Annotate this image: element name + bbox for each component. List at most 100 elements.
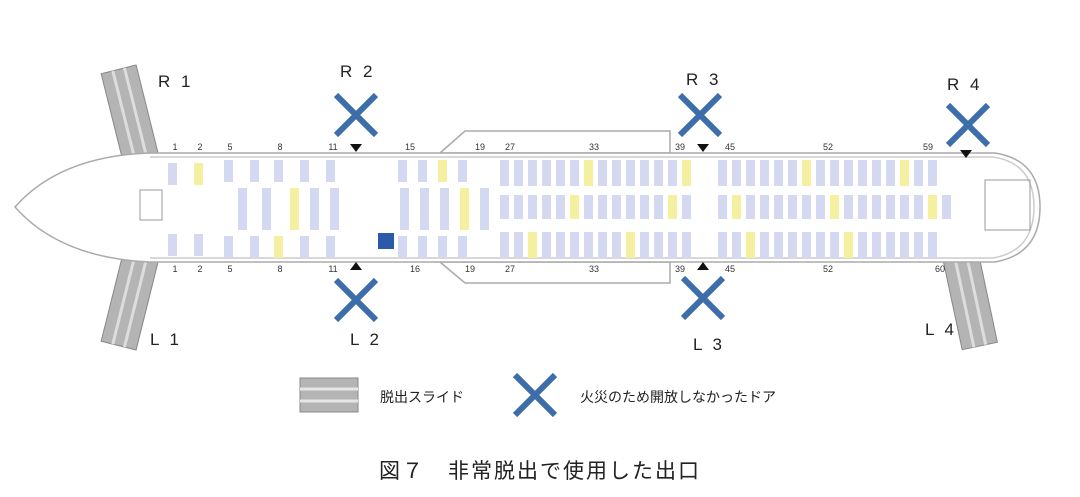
seat [760, 160, 769, 186]
seat [654, 160, 663, 186]
row-number-top: 59 [922, 142, 934, 152]
seat [802, 232, 811, 258]
seat [830, 160, 839, 186]
figure-caption: 図７ 非常脱出で使用した出口 [379, 459, 701, 483]
row-number-bottom: 2 [197, 264, 203, 274]
seat [400, 188, 409, 230]
door-label-r4: R 4 [947, 75, 983, 94]
seat [326, 160, 335, 182]
seat [900, 232, 909, 258]
seat [816, 160, 825, 186]
seat [238, 188, 247, 230]
seat [570, 232, 579, 258]
seat [528, 232, 537, 258]
seat [844, 232, 853, 258]
cross-icon-r3 [677, 92, 723, 138]
seat [438, 236, 447, 258]
seat [274, 236, 283, 258]
seat [598, 160, 607, 186]
seat [914, 160, 923, 186]
seat [914, 232, 923, 258]
seat [598, 232, 607, 258]
seat [668, 232, 677, 258]
seat [816, 195, 825, 219]
door-label-l3: L 3 [693, 335, 726, 354]
seat [858, 232, 867, 258]
row-number-bottom: 5 [227, 264, 233, 274]
seat [928, 232, 937, 258]
seat [224, 236, 233, 258]
seat [774, 160, 783, 186]
seat [310, 188, 319, 230]
cross-icon-r4 [945, 102, 991, 148]
seat [168, 163, 177, 185]
seat [514, 195, 523, 219]
seat [682, 232, 691, 258]
seat [612, 232, 621, 258]
row-number-bottom: 19 [464, 264, 476, 274]
cross-icon-l3 [680, 275, 726, 321]
door-label-l2: L 2 [350, 330, 383, 349]
seat [886, 232, 895, 258]
row-number-top: 1 [172, 142, 178, 152]
seat [746, 232, 755, 258]
seat [458, 236, 467, 258]
front-galley [139, 189, 163, 221]
seat [900, 160, 909, 186]
row-number-bottom: 33 [588, 264, 600, 274]
row-number-top: 8 [277, 142, 283, 152]
row-number-bottom: 60 [934, 264, 946, 274]
seat [640, 232, 649, 258]
door-label-r3: R 3 [686, 70, 722, 89]
seat [570, 160, 579, 186]
seat [528, 195, 537, 219]
slide-r1 [100, 64, 159, 164]
seat [418, 160, 427, 182]
seat [168, 234, 177, 256]
seat [250, 160, 259, 182]
row-number-bottom: 27 [504, 264, 516, 274]
door-label-r2: R 2 [340, 62, 376, 81]
seat [802, 195, 811, 219]
seat [788, 160, 797, 186]
seat [460, 188, 469, 230]
seat [858, 160, 867, 186]
seat [640, 160, 649, 186]
exit-arrows [350, 144, 972, 270]
door-label-l1: L 1 [150, 330, 183, 349]
fuselage-outline [13, 130, 1041, 284]
seat [872, 160, 881, 186]
seat [668, 195, 677, 219]
seat [584, 195, 593, 219]
seat [872, 195, 881, 219]
seat [718, 232, 727, 258]
seat [250, 236, 259, 258]
legend-slide-label: 脱出スライド [380, 389, 464, 405]
legend-closed-door-label: 火災のため開放しなかったドア [580, 389, 776, 405]
seat [640, 195, 649, 219]
seat [830, 195, 839, 219]
wheelchair-icon [378, 233, 394, 249]
row-number-bottom: 52 [822, 264, 834, 274]
row-number-top: 39 [674, 142, 686, 152]
seat [774, 195, 783, 219]
seat-map [139, 160, 1031, 258]
seat [556, 195, 565, 219]
seat [398, 236, 407, 258]
row-number-top: 45 [724, 142, 736, 152]
row-number-bottom: 39 [674, 264, 686, 274]
seat [682, 195, 691, 219]
seat [584, 232, 593, 258]
seat [438, 160, 447, 182]
row-number-top: 2 [197, 142, 203, 152]
seat [886, 195, 895, 219]
seat [746, 160, 755, 186]
seat [626, 232, 635, 258]
seat [858, 195, 867, 219]
seat [194, 234, 203, 256]
seat [440, 188, 449, 230]
seat [500, 160, 509, 186]
row-number-bottom: 1 [172, 264, 178, 274]
seat [626, 195, 635, 219]
